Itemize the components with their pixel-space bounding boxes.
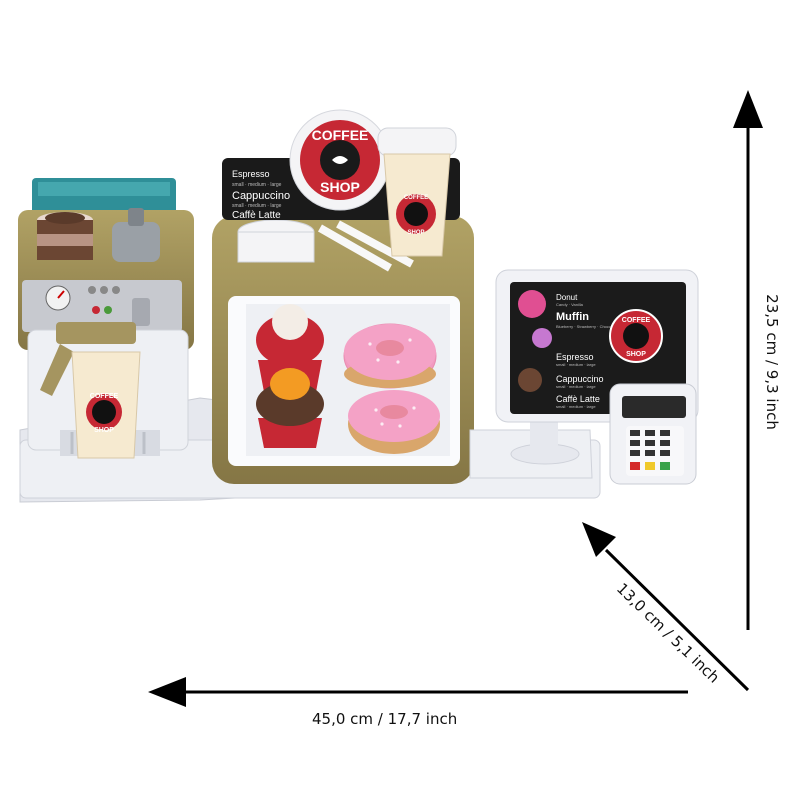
coffee-machine: COFFEE SHOP [18, 178, 194, 459]
screen-item-caffe-latte: Caffè Latte [556, 394, 600, 404]
depth-arrow [604, 548, 750, 692]
card-terminal [609, 383, 697, 485]
menu-item-espresso: Espresso [232, 169, 270, 179]
screen-item-donut: Donut [556, 293, 578, 302]
sign-text-bottom: SHOP [320, 179, 360, 195]
width-dimension-label: 45,0 cm / 17,7 inch [312, 710, 458, 728]
cup-label-bottom: SHOP [94, 427, 114, 434]
screen-item-muffin: Muffin [556, 311, 589, 323]
dimension-arrows [148, 90, 763, 707]
cup-label-top: COFFEE [90, 393, 119, 400]
screen-item-cappuccino: Cappuccino [556, 374, 604, 384]
coffee-shop-sign: COFFEE SHOP [289, 109, 391, 211]
height-dimension-label: 23,5 cm / 9,3 inch [763, 294, 781, 430]
screen-item-donut-sub: Candy · Vanilla [556, 302, 584, 307]
sign-text-top: COFFEE [312, 127, 369, 143]
coffee-cup-icon [332, 156, 348, 164]
cupcake-bottom [258, 418, 322, 448]
menu-item-caffe-latte: Caffè Latte [232, 210, 281, 221]
screen-item-muffin-sub: Blueberry · Strawberry · Chocolate [556, 324, 618, 329]
tall-cup-label-bottom: SHOP [407, 230, 424, 236]
screen-item-cappuccino-sub: small · medium · large [556, 384, 596, 389]
screen-item-espresso-sub: small · medium · large [556, 362, 596, 367]
coffee-cup-tall: COFFEE SHOP [377, 127, 457, 257]
menu-item-cappuccino-sizes: small · medium · large [232, 203, 282, 209]
menu-item-cappuccino: Cappuccino [232, 190, 290, 202]
menu-item-espresso-sizes: small · medium · large [232, 182, 282, 188]
screen-item-caffe-latte-sub: small · medium · large [556, 404, 596, 409]
pastry-display-case [212, 216, 474, 484]
screen-item-espresso: Espresso [556, 352, 594, 362]
screen-logo-bottom: SHOP [626, 351, 646, 358]
screen-logo-top: COFFEE [622, 317, 651, 324]
tall-cup-label-top: COFFEE [404, 195, 428, 201]
terminal-card-slot [622, 396, 686, 418]
